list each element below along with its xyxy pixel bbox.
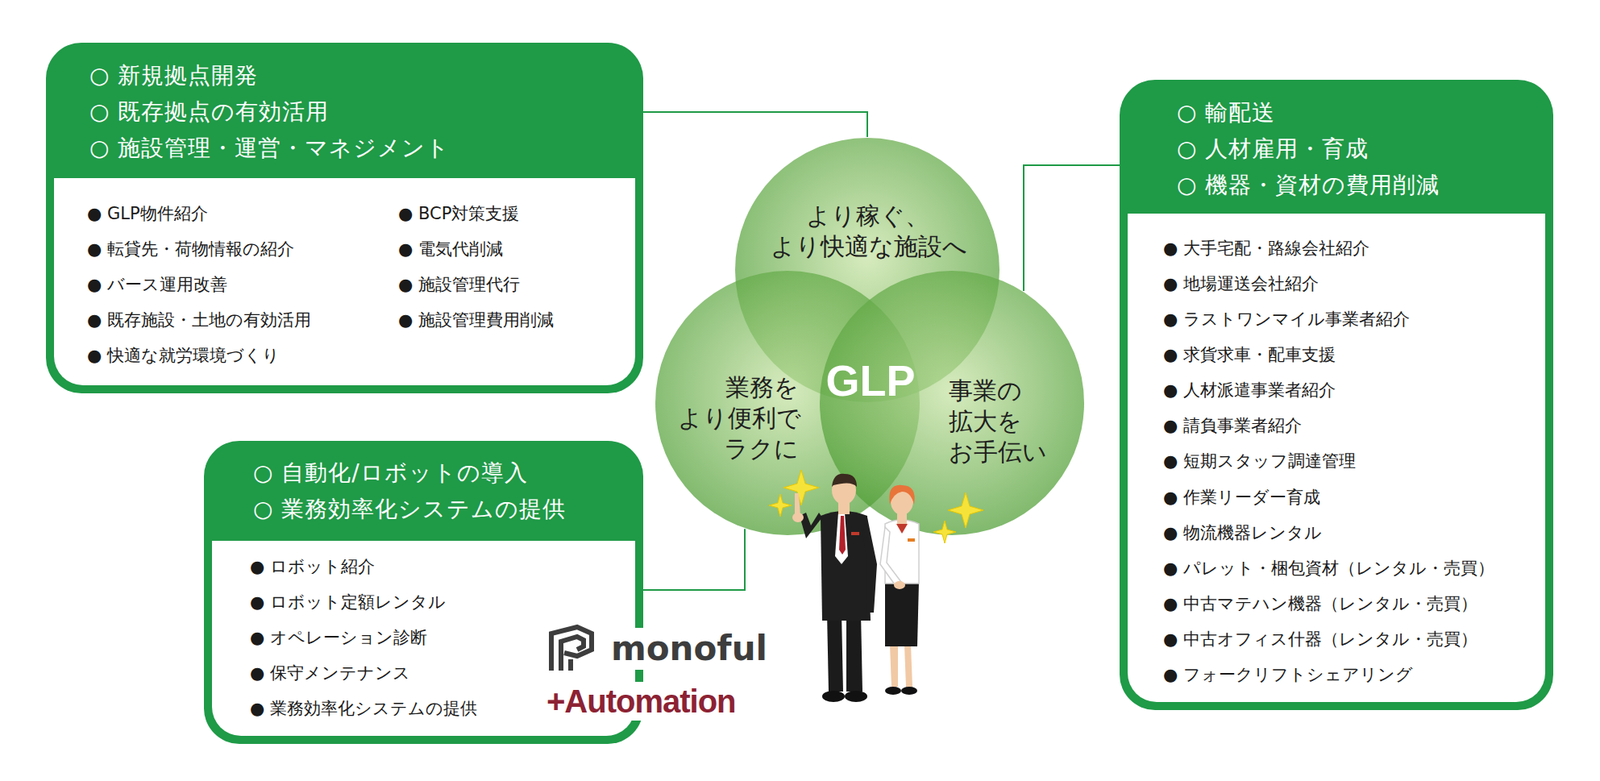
panel-heading: ○ 既存拠点の有効活用 — [45, 93, 644, 130]
panel-heading: ○ 施設管理・運営・マネジメント — [45, 129, 644, 179]
list-item: ● 大手宅配・路線会社紹介 — [1163, 230, 1533, 266]
list-item: ● 既存施設・土地の有効活用 — [87, 302, 399, 338]
list-item: ● 短期スタッフ調達管理 — [1163, 443, 1533, 479]
service-panel: ○ 新規拠点開発○ 既存拠点の有効活用○ 施設管理・運営・マネジメント● GLP… — [45, 42, 644, 394]
list-item: ● ロボット定額レンタル — [249, 584, 623, 620]
circle-fill — [819, 270, 1085, 536]
brand-logo: +Automation — [543, 681, 740, 721]
list-item: ● 地場運送会社紹介 — [1163, 265, 1533, 302]
list-item: ● GLP物件紹介 — [87, 195, 399, 232]
leader-connector — [643, 112, 868, 138]
circle-caption: より稼ぐ、 より快適な施設へ — [770, 200, 965, 262]
list-item: ● 転貸先・荷物情報の紹介 — [87, 231, 399, 267]
list-item: ● 請負事業者紹介 — [1163, 407, 1533, 444]
list-item: ● 施設管理代行 — [398, 266, 623, 303]
list-item: ● パレット・梱包資材（レンタル・売買） — [1163, 550, 1533, 586]
leader-connector — [643, 528, 745, 591]
man-figure — [792, 473, 877, 703]
list-item: ● 電気代削減 — [398, 231, 623, 267]
panel-heading: ○ 自動化/ロボットの導入 — [203, 440, 644, 491]
list-item: ● 施設管理費用削減 — [398, 302, 623, 338]
service-panel: ○ 輸配送○ 人材雇用・育成○ 機器・資材の費用削減● 大手宅配・路線会社紹介●… — [1119, 79, 1554, 711]
woman-figure — [880, 485, 919, 695]
list-item: ● フォークリフトシェアリング — [1163, 656, 1533, 693]
list-item: ● 求貨求車・配車支援 — [1163, 336, 1533, 373]
panel-heading: ○ 人材雇用・育成 — [1119, 130, 1554, 167]
list-item: ● 人材派遣事業者紹介 — [1163, 372, 1533, 408]
sparkles — [768, 469, 984, 544]
leader-connector — [1023, 165, 1120, 291]
panel-heading: ○ 機器・資材の費用削減 — [1119, 166, 1554, 214]
list-item: ● オペレーション診断 — [249, 619, 623, 656]
circle-caption: 事業の 拡大を お手伝い — [948, 375, 1058, 468]
brand-logo: monoful — [606, 627, 773, 670]
list-item: ● 作業リーダー育成 — [1163, 479, 1533, 516]
list-item: ● 物流機器レンタル — [1163, 515, 1533, 551]
panel-heading: ○ 業務効率化システムの提供 — [203, 490, 644, 541]
monoful-icon — [551, 627, 592, 671]
center-label: GLP — [825, 355, 915, 406]
list-item: ● BCP対策支援 — [398, 195, 623, 232]
list-item: ● 中古マテハン機器（レンタル・売買） — [1163, 585, 1533, 622]
service-list: ● 大手宅配・路線会社紹介● 地場運送会社紹介● ラストワンマイル事業者紹介● … — [1127, 213, 1546, 703]
list-item: ● バース運用改善 — [87, 266, 399, 303]
list-item: ● ロボット紹介 — [249, 548, 623, 585]
circle-caption: 業務を より便利で ラクに — [677, 372, 799, 465]
panel-heading: ○ 輸配送 — [1119, 79, 1554, 131]
panel-heading: ○ 新規拠点開発 — [45, 42, 644, 94]
list-item: ● ラストワンマイル事業者紹介 — [1163, 301, 1533, 337]
service-list: ● GLP物件紹介● 転貸先・荷物情報の紹介● バース運用改善● 既存施設・土地… — [54, 178, 636, 386]
list-item: ● 快適な就労環境づくり — [87, 337, 399, 374]
list-item: ● 中古オフィス什器（レンタル・売買） — [1163, 621, 1533, 657]
